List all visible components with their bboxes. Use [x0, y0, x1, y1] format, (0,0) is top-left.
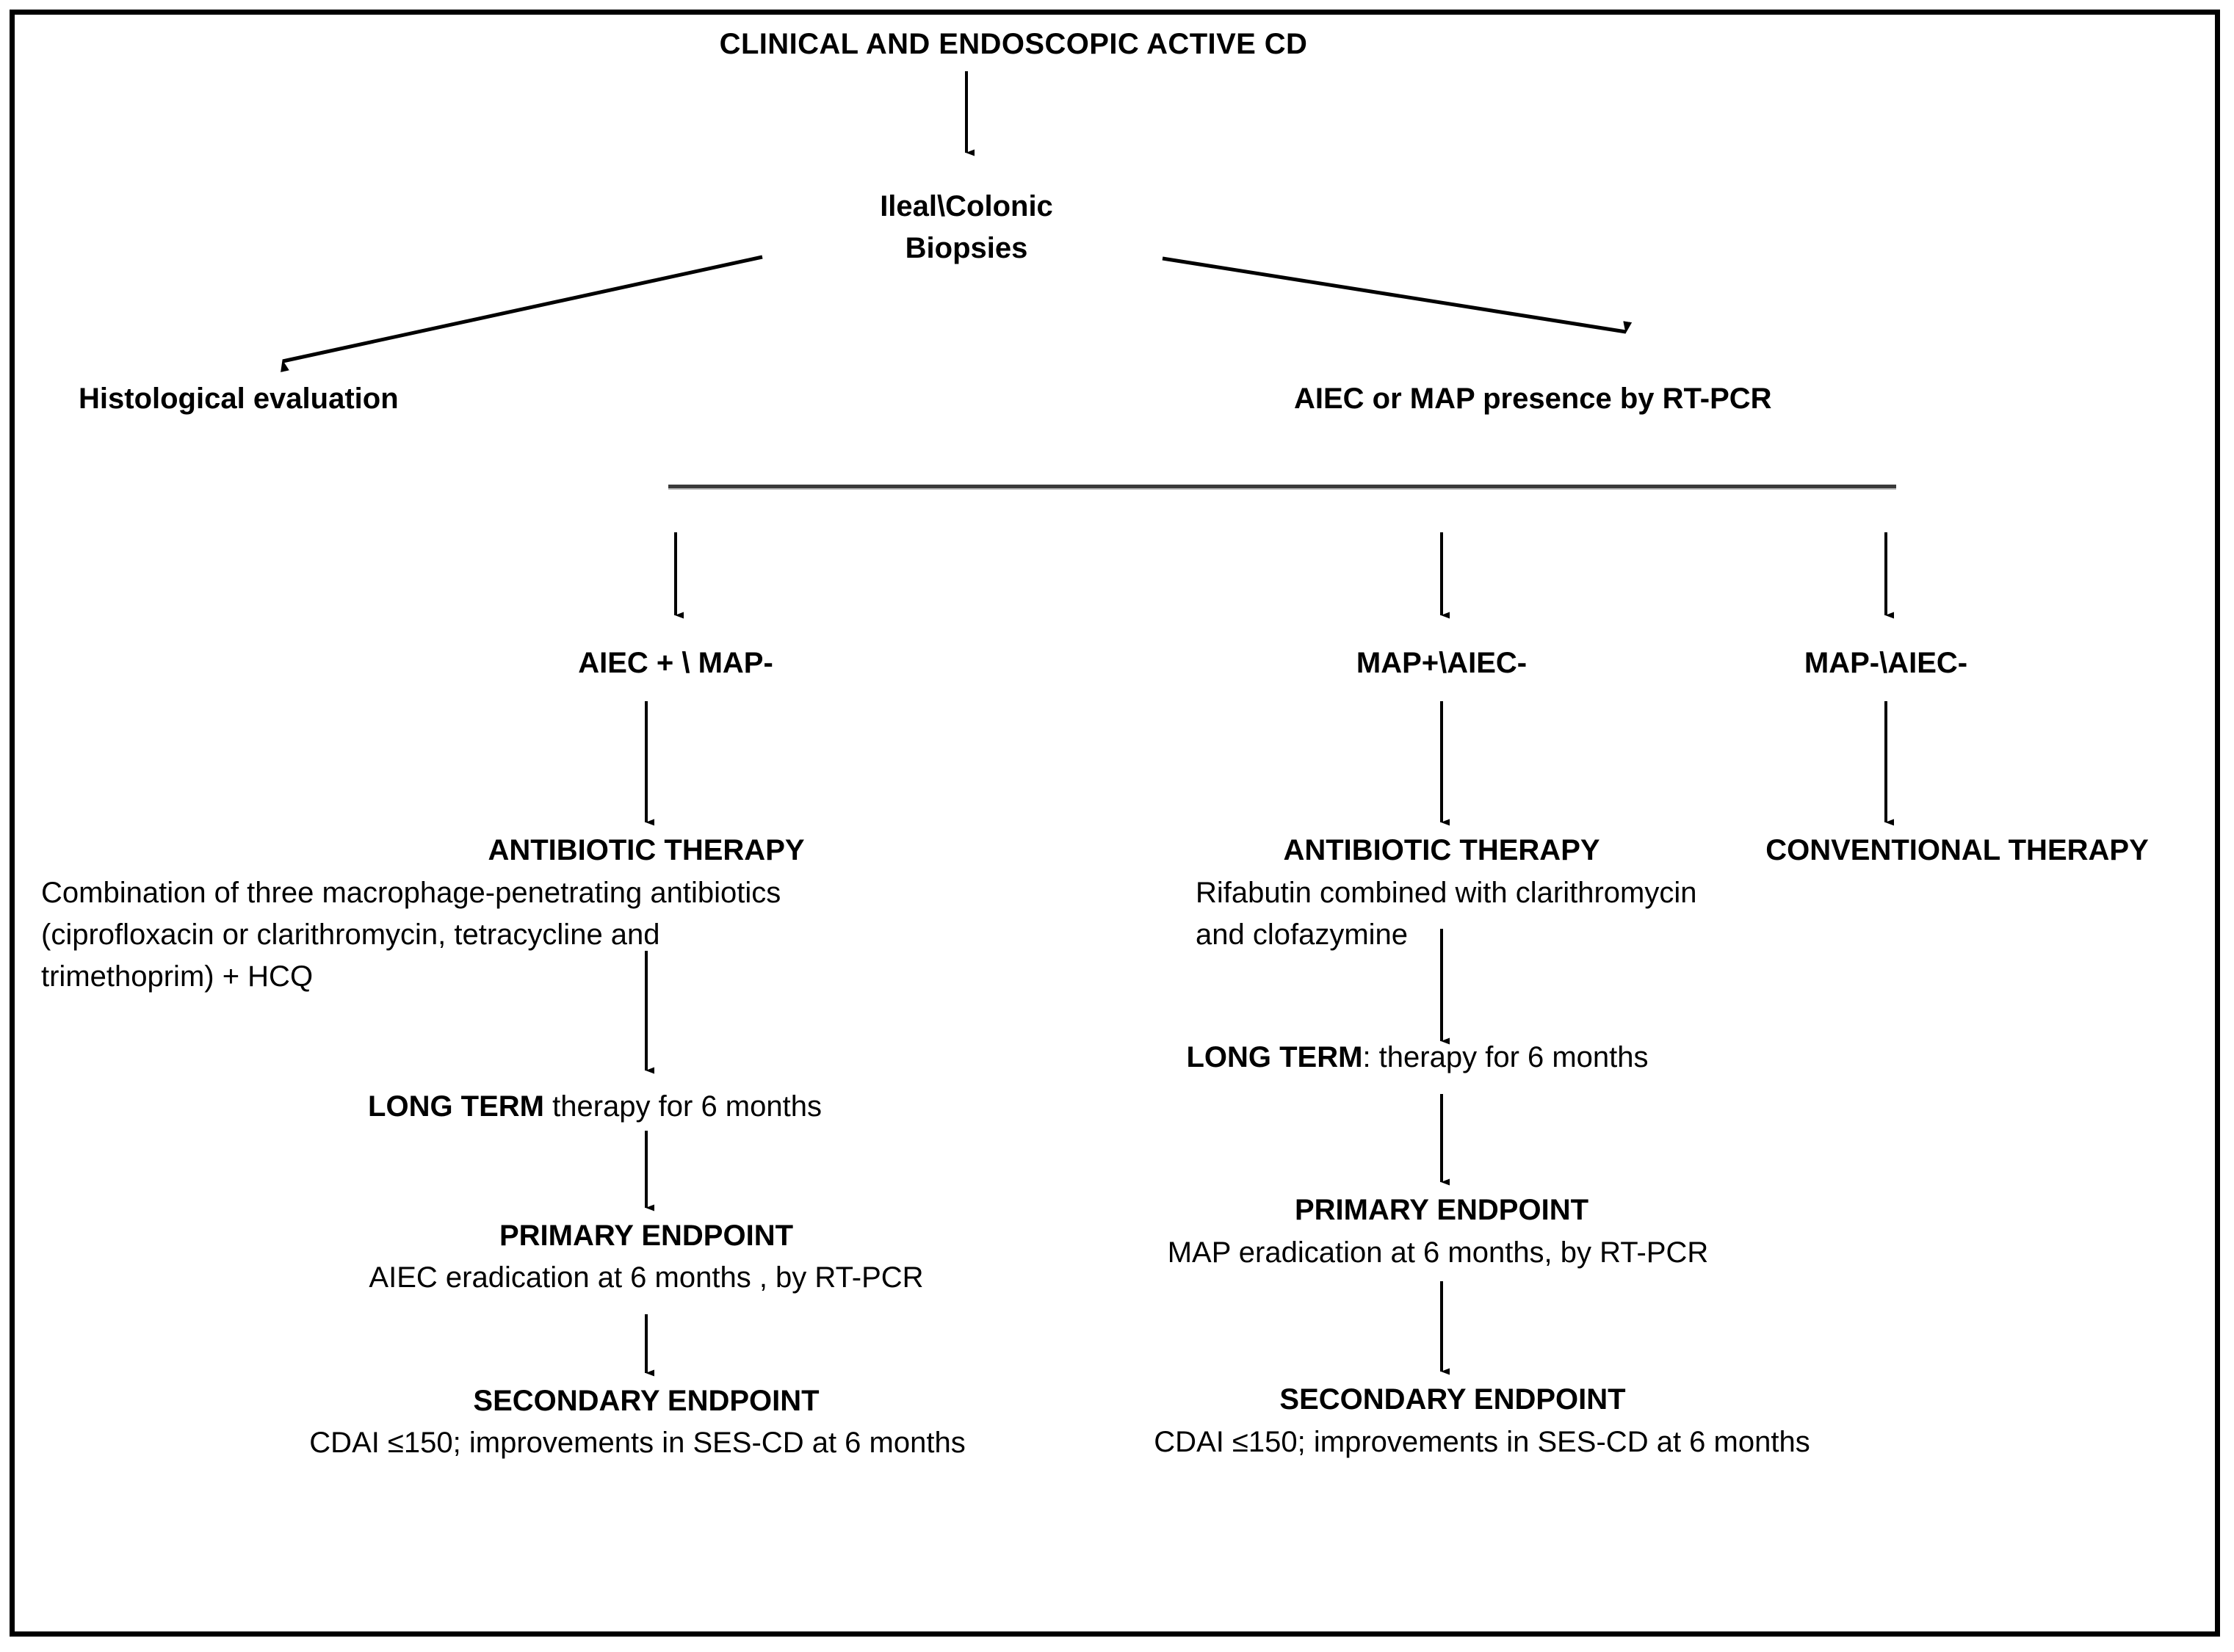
node-biopsies-line2: Biopsies	[905, 231, 1028, 264]
node-group-label-map-pos: MAP+\AIEC-	[1356, 647, 1528, 679]
node-secondary-endpoint-heading-map-pos: SECONDARY ENDPOINT	[1279, 1383, 1626, 1416]
node-biopsies: Ileal\Colonic Biopsies	[880, 186, 1053, 269]
node-primary-endpoint-body-aiec-pos: AIEC eradication at 6 months , by RT-PCR	[369, 1261, 924, 1294]
page-title: CLINICAL AND ENDOSCOPIC ACTIVE CD	[719, 28, 1308, 60]
node-duration-map-pos: LONG TERM: therapy for 6 months	[1186, 1037, 1648, 1079]
duration-bold-aiec-pos: LONG TERM	[368, 1090, 545, 1123]
therapy-body-line: Combination of three macrophage-penetrat…	[41, 877, 781, 909]
node-primary-endpoint-heading-aiec-pos: PRIMARY ENDPOINT	[499, 1220, 794, 1252]
distribution-bar	[668, 485, 1896, 490]
node-group-label-aiec-pos: AIEC + \ MAP-	[578, 647, 773, 679]
therapy-body-line: Rifabutin combined with clarithromycin	[1196, 877, 1697, 909]
node-therapy-heading-both-neg: CONVENTIONAL THERAPY	[1765, 834, 2149, 866]
node-biopsies-line1: Ileal\Colonic	[880, 190, 1053, 222]
node-secondary-endpoint-body-map-pos: CDAI ≤150; improvements in SES-CD at 6 m…	[1154, 1426, 1810, 1458]
node-therapy-body-aiec-pos: Combination of three macrophage-penetrat…	[41, 872, 1150, 997]
node-therapy-body-map-pos: Rifabutin combined with clarithromycin a…	[1196, 872, 1974, 956]
node-duration-aiec-pos: LONG TERM therapy for 6 months	[368, 1086, 822, 1128]
duration-rest-aiec-pos: therapy for 6 months	[544, 1090, 822, 1123]
node-secondary-endpoint-heading-aiec-pos: SECONDARY ENDPOINT	[473, 1385, 820, 1417]
duration-bold-map-pos: LONG TERM	[1186, 1041, 1363, 1073]
node-secondary-endpoint-body-aiec-pos: CDAI ≤150; improvements in SES-CD at 6 m…	[309, 1427, 966, 1459]
node-rtpcr-presence: AIEC or MAP presence by RT-PCR	[1294, 383, 1772, 415]
node-primary-endpoint-heading-map-pos: PRIMARY ENDPOINT	[1294, 1194, 1589, 1226]
therapy-body-line: and clofazymine	[1196, 918, 1409, 951]
node-therapy-heading-aiec-pos: ANTIBIOTIC THERAPY	[488, 834, 805, 866]
node-histological-evaluation: Histological evaluation	[79, 383, 399, 415]
duration-rest-map-pos: : therapy for 6 months	[1362, 1041, 1649, 1073]
diagram-border-frame	[10, 10, 2220, 1637]
node-group-label-both-neg: MAP-\AIEC-	[1804, 647, 1968, 679]
node-therapy-heading-map-pos: ANTIBIOTIC THERAPY	[1283, 834, 1600, 866]
therapy-body-line: trimethoprim) + HCQ	[41, 960, 314, 993]
node-primary-endpoint-body-map-pos: MAP eradication at 6 months, by RT-PCR	[1167, 1236, 1709, 1269]
therapy-body-line: (ciprofloxacin or clarithromycin, tetrac…	[41, 918, 660, 951]
